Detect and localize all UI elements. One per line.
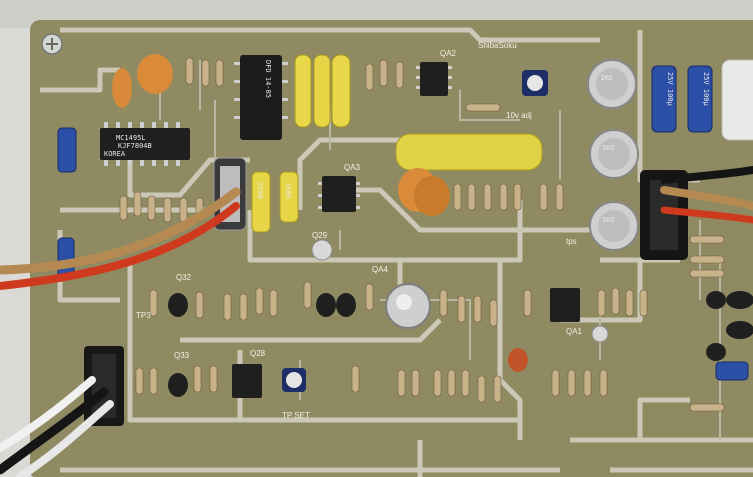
resistors-horizontal — [465, 103, 725, 412]
brand-label: ShibaSoku — [478, 41, 517, 50]
dip14-chip-mc1495l: MC1495L KJF7804B KOREA — [100, 122, 190, 166]
left-connector — [84, 346, 124, 426]
trimmer-pots — [282, 70, 548, 392]
label-qa4: QA4 — [372, 265, 389, 274]
electrolytic-caps: 25V 100μ 25V 100μ — [57, 65, 749, 381]
ceramic-caps — [112, 54, 528, 372]
wires — [0, 166, 753, 477]
resistors — [119, 57, 648, 403]
metal-can-caps: 1KΩ 1KΩ 1KΩ — [587, 59, 639, 251]
film-cap-label: 1500 — [284, 182, 292, 199]
transistors — [168, 239, 753, 397]
relay-dfd: DFD 14-05 — [234, 55, 288, 140]
label-q29: Q29 — [312, 231, 328, 240]
label-q28: Q28 — [250, 349, 266, 358]
dip14-label-line1: MC1495L — [116, 134, 146, 142]
can-label-2: 1KΩ — [602, 144, 615, 152]
relay-label: DFD 14-05 — [264, 60, 272, 98]
film-cap2-label: 2200 — [256, 182, 264, 199]
elec-cap-label-1: 25V 100μ — [666, 72, 674, 107]
label-tps: tps — [566, 237, 577, 246]
silkscreen-labels: ShibaSoku QA2 QA3 QA4 QA1 Q29 Q32 Q33 Q2… — [136, 41, 583, 420]
opamp-pins — [318, 66, 452, 209]
label-qa2: QA2 — [440, 49, 457, 58]
can-label-1: 1KΩ — [600, 74, 613, 82]
dip14-label-line2: KJF7804B — [118, 142, 152, 150]
label-q33: Q33 — [174, 351, 190, 360]
elec-cap-label-2: 25V 100μ — [702, 72, 710, 107]
mounting-screw — [41, 33, 63, 55]
yellow-film-caps: 1500 2200 — [251, 54, 543, 233]
label-qa3: QA3 — [344, 163, 361, 172]
label-q32: Q32 — [176, 273, 192, 282]
label-adj: 10v adj — [506, 111, 532, 120]
label-tp-set: TP SET — [282, 411, 310, 420]
label-qa1: QA1 — [566, 327, 583, 336]
pcb-board — [30, 20, 753, 477]
opamp-chips — [232, 62, 580, 398]
can-label-3: 1KΩ — [602, 216, 615, 224]
right-edge-part — [721, 59, 753, 141]
label-tp3: TP3 — [136, 311, 151, 320]
dip14-label-line3: KOREA — [104, 150, 126, 158]
